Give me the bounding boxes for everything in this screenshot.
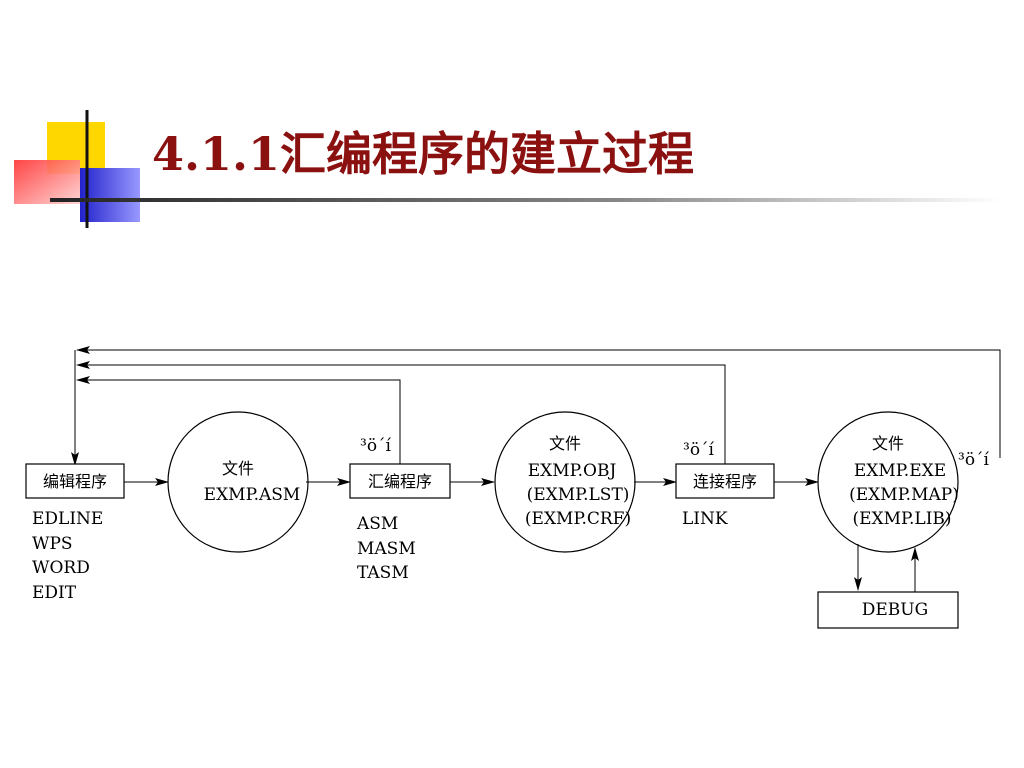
editor-item: EDIT: [32, 583, 77, 603]
deco-red-square: [14, 160, 80, 204]
asm-file-circle: [167, 411, 309, 553]
linker-item: LINK: [682, 509, 728, 529]
error-label-exe: ³ö´í: [958, 450, 990, 470]
editor-item: WORD: [32, 558, 90, 578]
link-program-label: 连接程序: [693, 472, 757, 491]
deco-blue-square: [80, 168, 140, 222]
edit-program-box: [25, 463, 125, 499]
obj-file-circle: [494, 411, 636, 553]
link-program-box: [675, 463, 775, 499]
assembler-item: ASM: [356, 514, 398, 534]
exe-file-line-1: EXMP.EXE: [854, 461, 946, 481]
obj-file-line-2: (EXMP.LST): [527, 485, 630, 505]
obj-file-line-1: EXMP.OBJ: [528, 461, 617, 481]
title-decoration: [14, 110, 1000, 228]
error-label-assemble: ³ö´í: [360, 436, 392, 456]
edit-program-label: 编辑程序: [43, 472, 107, 491]
exe-file-circle: [817, 411, 959, 553]
obj-file-header: 文件: [549, 434, 581, 453]
assembler-item: TASM: [357, 563, 409, 583]
obj-file-line-3: (EXMP.CRF): [525, 509, 631, 529]
assemble-program-box: [349, 463, 451, 499]
debug-box: [817, 591, 959, 629]
feedback-lines: [71, 346, 1001, 466]
editor-item: EDLINE: [32, 509, 103, 529]
assembler-item: MASM: [357, 539, 416, 559]
page-title: 4.1.1汇编程序的建立过程: [152, 127, 695, 181]
exe-file-header: 文件: [872, 434, 904, 453]
asm-file-name: EXMP.ASM: [204, 485, 301, 505]
editor-item: WPS: [32, 534, 73, 554]
title-underline: [50, 198, 1000, 202]
feedback-from-exe: [76, 346, 1001, 458]
error-label-link: ³ö´í: [683, 440, 715, 460]
asm-file-header: 文件: [222, 459, 254, 478]
assemble-program-label: 汇编程序: [368, 472, 432, 491]
exe-file-line-3: (EXMP.LIB): [852, 509, 951, 529]
feedback-from-assemble: [76, 376, 401, 465]
exe-file-line-2: (EXMP.MAP): [849, 485, 959, 505]
debug-label: DEBUG: [862, 600, 928, 620]
feedback-from-link: [76, 361, 726, 465]
